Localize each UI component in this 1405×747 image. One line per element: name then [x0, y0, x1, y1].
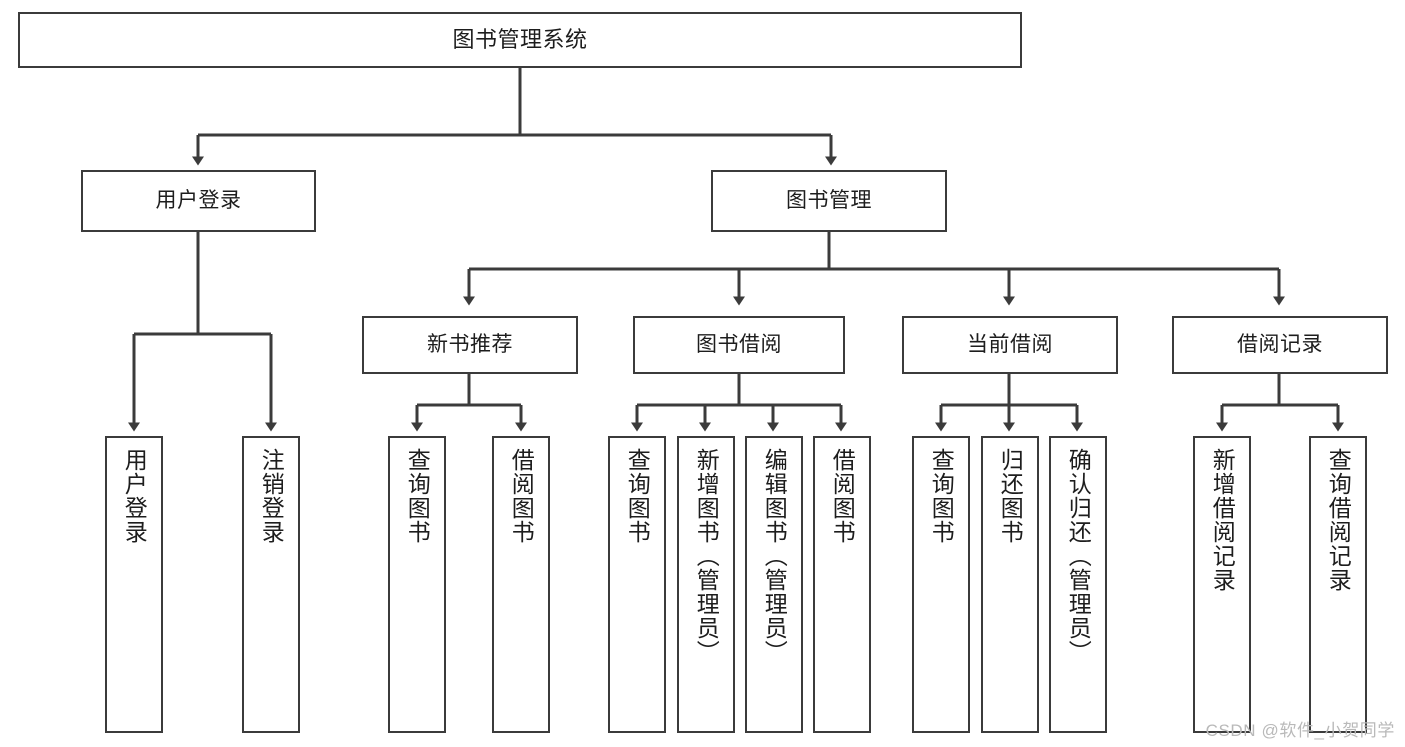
leaf-query-record[interactable]: 查询借阅记录: [1309, 436, 1367, 733]
node-user-login[interactable]: 用户登录: [81, 170, 316, 232]
node-current-borrow[interactable]: 当前借阅: [902, 316, 1118, 374]
leaf-add-book[interactable]: 新增图书（管理员）: [677, 436, 735, 733]
leaf-edit-book-label: 编辑图书（管理员）: [761, 448, 788, 664]
leaf-query-record-label: 查询借阅记录: [1325, 448, 1352, 592]
node-current-borrow-label: 当前借阅: [967, 332, 1053, 356]
node-root[interactable]: 图书管理系统: [18, 12, 1022, 68]
leaf-borrow-book-2-label: 借阅图书: [829, 448, 856, 544]
leaf-borrow-book-2[interactable]: 借阅图书: [813, 436, 871, 733]
node-new-book-recommend-label: 新书推荐: [427, 332, 513, 356]
leaf-query-book-1-label: 查询图书: [404, 448, 431, 544]
leaf-edit-book[interactable]: 编辑图书（管理员）: [745, 436, 803, 733]
node-book-borrow-label: 图书借阅: [696, 332, 782, 356]
leaf-user-login-label: 用户登录: [121, 448, 148, 544]
leaf-query-book-1[interactable]: 查询图书: [388, 436, 446, 733]
leaf-borrow-book-1-label: 借阅图书: [508, 448, 535, 544]
leaf-user-login[interactable]: 用户登录: [105, 436, 163, 733]
node-user-login-label: 用户登录: [155, 188, 242, 212]
node-book-manage-label: 图书管理: [786, 188, 872, 212]
node-book-manage[interactable]: 图书管理: [711, 170, 947, 232]
node-borrow-record[interactable]: 借阅记录: [1172, 316, 1388, 374]
leaf-query-book-3[interactable]: 查询图书: [912, 436, 970, 733]
csdn-watermark: CSDN @软件_小贺同学: [1205, 721, 1395, 740]
leaf-logout-login[interactable]: 注销登录: [242, 436, 300, 733]
node-borrow-record-label: 借阅记录: [1237, 332, 1323, 356]
node-book-borrow[interactable]: 图书借阅: [633, 316, 845, 374]
leaf-add-record[interactable]: 新增借阅记录: [1193, 436, 1251, 733]
leaf-query-book-3-label: 查询图书: [928, 448, 955, 544]
leaf-add-record-label: 新增借阅记录: [1209, 448, 1236, 592]
node-root-label: 图书管理系统: [452, 27, 588, 53]
leaf-confirm-return-label: 确认归还（管理员）: [1065, 448, 1092, 664]
leaf-add-book-label: 新增图书（管理员）: [693, 448, 720, 664]
leaf-confirm-return[interactable]: 确认归还（管理员）: [1049, 436, 1107, 733]
leaf-borrow-book-1[interactable]: 借阅图书: [492, 436, 550, 733]
leaf-query-book-2[interactable]: 查询图书: [608, 436, 666, 733]
leaf-logout-login-label: 注销登录: [258, 448, 285, 544]
leaf-return-book[interactable]: 归还图书: [981, 436, 1039, 733]
leaf-query-book-2-label: 查询图书: [624, 448, 651, 544]
node-new-book-recommend[interactable]: 新书推荐: [362, 316, 578, 374]
leaf-return-book-label: 归还图书: [997, 448, 1024, 544]
